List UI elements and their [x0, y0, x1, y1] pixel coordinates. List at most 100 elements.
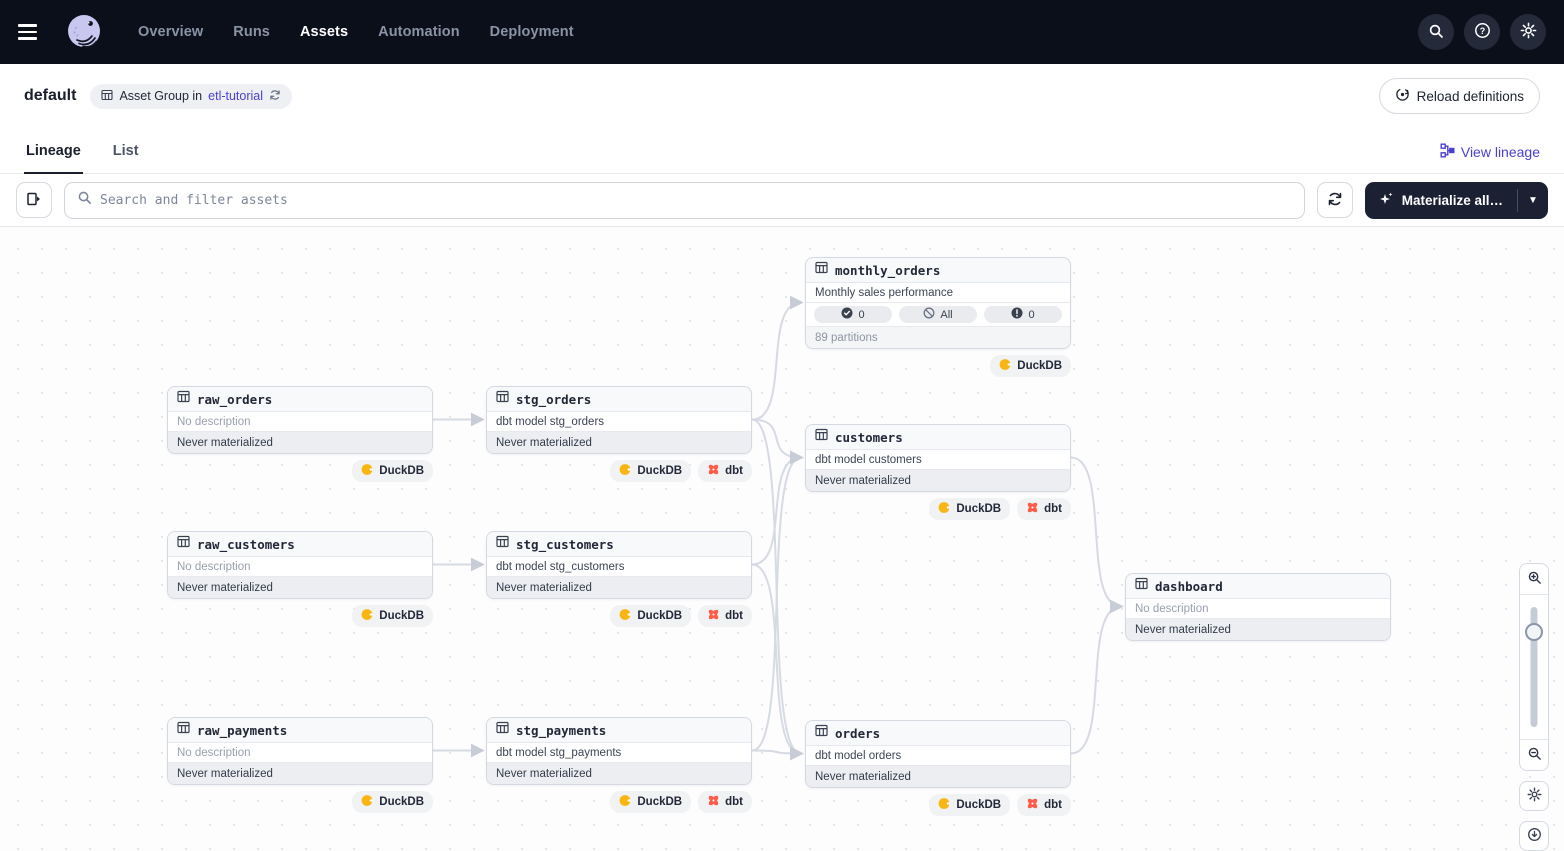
search-button[interactable] — [1418, 14, 1454, 50]
tag-duckdb[interactable]: DuckDB — [610, 791, 692, 813]
asset-tags: DuckDB dbt — [805, 498, 1071, 520]
help-icon: ? — [1474, 22, 1491, 42]
zoom-in-button[interactable] — [1520, 564, 1548, 594]
tag-duckdb[interactable]: DuckDB — [929, 794, 1011, 816]
zoom-slider-handle[interactable] — [1525, 623, 1543, 641]
asset-name: stg_orders — [516, 391, 592, 407]
asset-check-badges: 0 All 0 — [806, 303, 1070, 327]
refresh-assets-button[interactable] — [1316, 182, 1353, 218]
tag-duckdb[interactable]: DuckDB — [929, 498, 1011, 520]
download-image-button[interactable] — [1519, 821, 1549, 851]
lineage-edge-stg_payments-to-customers — [751, 450, 804, 752]
zoom-out-button[interactable] — [1520, 740, 1548, 770]
nav-item-automation[interactable]: Automation — [378, 24, 460, 40]
materialize-dropdown-button[interactable]: ▼ — [1518, 182, 1548, 219]
asset-badge[interactable]: 0 — [984, 306, 1062, 323]
tag-duckdb[interactable]: DuckDB — [990, 355, 1071, 377]
nav-item-deployment[interactable]: Deployment — [489, 24, 574, 40]
hamburger-menu-button[interactable] — [18, 15, 52, 49]
asset-group-badge-text: Asset Group in — [119, 89, 203, 103]
table-icon — [815, 724, 828, 742]
tag-duckdb[interactable]: DuckDB — [352, 605, 433, 627]
reload-definitions-button[interactable]: Reload definitions — [1378, 78, 1540, 114]
settings-button[interactable] — [1510, 14, 1546, 50]
graph-settings-button[interactable] — [1519, 781, 1549, 811]
asset-search-input[interactable] — [100, 192, 1292, 208]
tag-label: DuckDB — [956, 799, 1002, 811]
table-icon — [101, 89, 114, 104]
table-icon — [496, 390, 509, 408]
lineage-edge-customers-to-dashboard — [1070, 456, 1124, 614]
duckdb-icon — [361, 794, 374, 810]
tag-dbt[interactable]: dbt — [698, 460, 752, 482]
nav-item-runs[interactable]: Runs — [233, 24, 270, 40]
help-button[interactable]: ? — [1464, 14, 1500, 50]
asset-badge[interactable]: 0 — [814, 306, 892, 323]
duckdb-icon — [619, 608, 632, 624]
dagster-logo-icon[interactable] — [64, 12, 104, 52]
asset-status: 89 partitions — [806, 327, 1070, 348]
primary-nav: Overview Runs Assets Automation Deployme… — [138, 24, 574, 40]
lineage-edge-stg_customers-to-customers — [751, 450, 804, 566]
tag-duckdb[interactable]: DuckDB — [610, 460, 692, 482]
asset-search-box — [64, 181, 1305, 219]
asset-status: Never materialized — [487, 763, 751, 784]
tab-lineage[interactable]: Lineage — [24, 143, 83, 174]
asset-name: raw_payments — [197, 722, 288, 738]
lineage-edge-stg_orders-to-monthly_orders — [751, 295, 804, 421]
tag-dbt[interactable]: dbt — [1017, 498, 1071, 520]
lineage-edge-orders-to-dashboard — [1070, 599, 1124, 755]
svg-text:?: ? — [1479, 26, 1485, 36]
asset-status: Never materialized — [168, 432, 432, 453]
table-icon — [496, 535, 509, 553]
tag-dbt[interactable]: dbt — [698, 605, 752, 627]
tag-label: dbt — [725, 465, 743, 477]
nav-item-assets[interactable]: Assets — [299, 24, 349, 40]
open-side-panel-button[interactable] — [16, 182, 52, 218]
reload-icon — [1395, 87, 1410, 105]
asset-name: stg_customers — [516, 536, 614, 552]
asset-tags: DuckDB dbt — [486, 791, 752, 813]
repo-link[interactable]: etl-tutorial — [208, 89, 264, 103]
tab-list[interactable]: List — [112, 143, 139, 159]
top-nav: Overview Runs Assets Automation Deployme… — [0, 0, 1564, 64]
tag-duckdb[interactable]: DuckDB — [352, 791, 433, 813]
asset-badge-label: 0 — [858, 308, 865, 321]
tag-label: dbt — [725, 796, 743, 808]
nav-item-overview[interactable]: Overview — [138, 24, 204, 40]
settings-gear-icon — [1527, 787, 1542, 805]
canvas-controls — [1519, 563, 1549, 851]
tag-duckdb[interactable]: DuckDB — [610, 605, 692, 627]
dbt-icon — [1026, 797, 1039, 813]
chevron-down-icon: ▼ — [1528, 194, 1538, 206]
tag-duckdb[interactable]: DuckDB — [352, 460, 433, 482]
table-icon — [815, 428, 828, 446]
button-divider — [1517, 188, 1518, 212]
panel-expand-icon — [26, 191, 42, 210]
lineage-toolbar: Materialize all… ▼ — [0, 174, 1564, 227]
view-lineage-link[interactable]: View lineage — [1440, 143, 1540, 161]
zoom-slider[interactable] — [1520, 595, 1548, 739]
tag-dbt[interactable]: dbt — [698, 791, 752, 813]
asset-status: Never materialized — [487, 577, 751, 598]
reload-definitions-label: Reload definitions — [1416, 88, 1524, 104]
asset-description: dbt model stg_payments — [487, 743, 751, 763]
asset-description: No description — [168, 743, 432, 763]
asset-node-header: stg_customers — [487, 532, 751, 557]
lineage-edge-stg_customers-to-orders — [751, 563, 804, 761]
asset-description: dbt model stg_orders — [487, 412, 751, 432]
tag-dbt[interactable]: dbt — [1017, 794, 1071, 816]
materialize-all-button[interactable]: Materialize all… — [1365, 182, 1517, 219]
asset-badge[interactable]: All — [899, 306, 977, 323]
